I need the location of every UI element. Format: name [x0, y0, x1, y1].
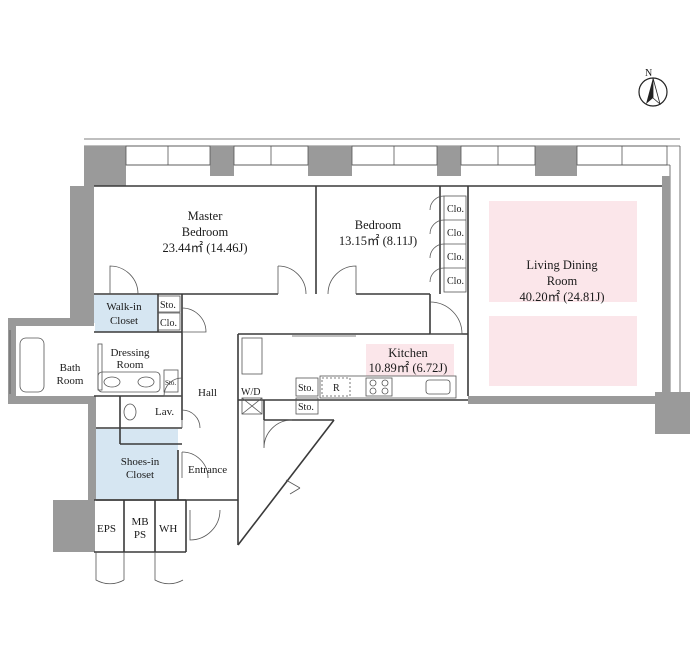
refrigerator-label: R: [333, 383, 340, 394]
mbps-line1: MB: [131, 516, 148, 528]
master-bedroom-area: 23.44㎡ (14.46J): [162, 241, 247, 255]
dressing-line2: Room: [117, 359, 144, 371]
entrance-label: Entrance: [188, 464, 227, 476]
walkin-clo-label: Clo.: [160, 318, 177, 329]
shoes-closet-fill: [96, 429, 178, 499]
walkin-line1: Walk-in: [106, 301, 142, 313]
bedroom-line1: Bedroom: [355, 218, 402, 232]
master-bedroom-line2: Bedroom: [182, 225, 229, 239]
balcony: [84, 138, 690, 434]
shoes-label: Shoes-in Closet: [121, 456, 160, 481]
kitchen-highlight: [366, 344, 454, 376]
living-label: Living Dining Room 40.20㎡ (24.81J): [519, 258, 604, 304]
north-arrow-icon: N: [638, 68, 668, 107]
kitchen-sto-label-2: Sto.: [298, 402, 314, 413]
bath-fill: [13, 323, 95, 399]
wd-label: W/D: [241, 387, 260, 398]
closet-label-3: Clo.: [447, 252, 464, 263]
interior-walls: [94, 185, 662, 553]
sink-icon: [425, 379, 451, 395]
shoes-line1: Shoes-in: [121, 456, 160, 468]
kitchen-area: 10.89㎡ (6.72J): [369, 361, 448, 375]
toilet-icon: [123, 403, 137, 421]
shoes-line2: Closet: [126, 469, 154, 481]
kitchen-storage: Sto. Sto. Sto.: [163, 369, 319, 415]
kitchen-sto-label-1: Sto.: [298, 383, 314, 394]
mbps-label: MB PS: [131, 516, 148, 541]
wh-label: WH: [159, 523, 177, 535]
walkin-storage: Sto. Clo.: [157, 295, 181, 331]
closet-label-4: Clo.: [447, 276, 464, 287]
dressing-line1: Dressing: [110, 347, 150, 359]
eps-label: EPS: [97, 523, 116, 535]
walkin-line2: Closet: [110, 315, 138, 327]
hall-label: Hall: [198, 387, 217, 399]
bath-line2: Room: [57, 375, 84, 387]
lav-label: Lav.: [155, 406, 174, 418]
bath-line1: Bath: [60, 362, 81, 374]
master-bedroom-line1: Master: [188, 209, 224, 223]
kitchen-fixtures: [241, 335, 457, 415]
closet-label-1: Clo.: [447, 204, 464, 215]
living-line1: Living Dining: [526, 258, 598, 272]
walkin-label: Walk-in Closet: [106, 301, 142, 327]
dressing-label: Dressing Room: [110, 347, 150, 371]
closet-label-2: Clo.: [447, 228, 464, 239]
mbps-line2: PS: [134, 529, 146, 541]
bathtub-icon: [19, 337, 45, 393]
living-highlight-bottom: [489, 316, 637, 386]
living-highlight-top: [489, 201, 637, 302]
bedroom-closets: Clo. Clo. Clo. Clo.: [429, 195, 467, 293]
bedroom-label: Bedroom 13.15㎡ (8.11J): [339, 218, 417, 248]
bath-fixtures: [19, 337, 161, 421]
living-area: 40.20㎡ (24.81J): [519, 290, 604, 304]
living-line2: Room: [547, 274, 578, 288]
stove-icon: [365, 377, 393, 397]
kitchen-label: Kitchen 10.89㎡ (6.72J): [369, 346, 448, 375]
master-bedroom-label: Master Bedroom 23.44㎡ (14.46J): [162, 209, 247, 255]
walkin-closet-fill: [93, 295, 158, 332]
bedroom-area: 13.15㎡ (8.11J): [339, 234, 417, 248]
dressing-sto-label: Sto.: [165, 379, 176, 387]
exterior-walls: [8, 176, 670, 552]
bath-label: Bath Room: [57, 362, 84, 387]
compass-label: N: [645, 68, 652, 79]
kitchen-line1: Kitchen: [388, 346, 428, 360]
doors: [9, 265, 463, 585]
walkin-sto-label: Sto.: [160, 300, 176, 311]
